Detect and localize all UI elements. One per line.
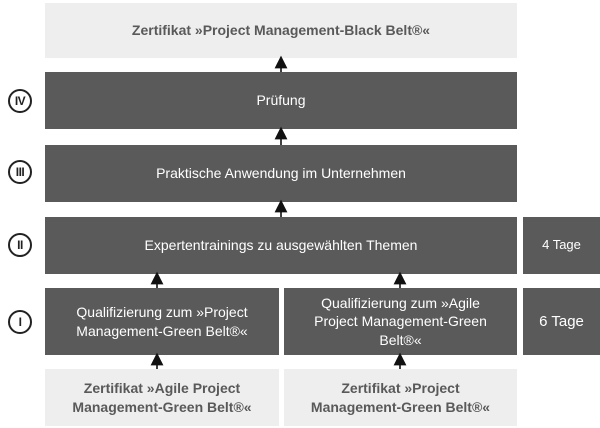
certificate-black-belt: Zertifikat »Project Management-Black Bel…: [45, 3, 517, 58]
box-expertentrainings: Expertentrainings zu ausgewählten Themen: [45, 217, 517, 274]
duration-4-tage: 4 Tage: [523, 217, 600, 274]
box-praktische-anwendung: Praktische Anwendung im Unternehmen: [45, 145, 517, 202]
level-badge-iv: IV: [8, 89, 32, 113]
certificate-agile-pm-green-belt: Zertifikat »Agile Project Management-Gre…: [45, 369, 279, 426]
level-badge-iii: III: [8, 160, 32, 184]
level-badge-i: I: [8, 310, 32, 334]
box-pruefung: Prüfung: [45, 72, 517, 129]
box-qualifizierung-agile-pm-green-belt: Qualifizierung zum »Agile Project Manage…: [284, 288, 517, 355]
level-badge-ii: II: [8, 233, 32, 257]
box-qualifizierung-pm-green-belt: Qualifizierung zum »Project Management-G…: [45, 288, 279, 355]
certificate-pm-green-belt: Zertifikat »Project Management-Green Bel…: [284, 369, 517, 426]
duration-6-tage: 6 Tage: [523, 288, 600, 355]
